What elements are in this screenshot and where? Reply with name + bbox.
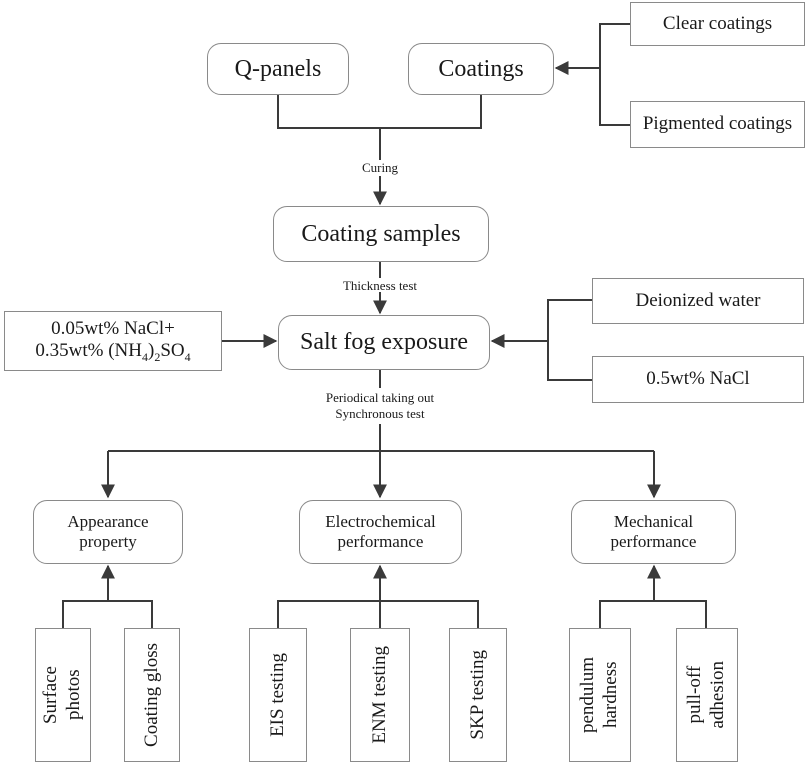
deionized-water-node: Deionized water	[592, 278, 804, 324]
electrochemical-performance-node: Electrochemical performance	[299, 500, 462, 564]
nacl-05-node: 0.5wt% NaCl	[592, 356, 804, 403]
edge-electro-tests-bracket	[277, 600, 479, 628]
periodical-label-line1: Periodical taking out	[325, 390, 435, 405]
edge-appearance-tests-bracket	[62, 600, 153, 628]
nacl-mix-sub-3: 4	[184, 350, 191, 365]
coating-gloss-node: Coating gloss	[124, 628, 180, 762]
q-panels-label: Q-panels	[234, 55, 322, 82]
salt-fog-exposure-label: Salt fog exposure	[300, 329, 468, 356]
clear-coatings-label: Clear coatings	[662, 12, 773, 34]
pigmented-coatings-node: Pigmented coatings	[630, 101, 805, 148]
appearance-line1: Appearance	[67, 511, 149, 531]
edge-qpanels-coatings-bracket	[277, 95, 482, 129]
nacl-mix-text-a: 0.35wt% (NH	[35, 340, 142, 362]
pulloff-line2: adhesion	[707, 661, 728, 729]
eis-testing-node: EIS testing	[249, 628, 307, 762]
pendulum-hardness-node: pendulum hardness	[569, 628, 631, 762]
pendulum-hardness-text: pendulum hardness	[577, 657, 623, 733]
q-panels-node: Q-panels	[207, 43, 349, 95]
periodical-label: Periodical taking out Synchronous test	[290, 390, 470, 423]
salt-fog-exposure-node: Salt fog exposure	[278, 315, 490, 370]
deionized-water-label: Deionized water	[635, 289, 761, 311]
surface-photos-text: Surface photos	[40, 666, 86, 724]
skp-testing-label: SKP testing	[466, 650, 488, 740]
mechanical-line2: performance	[610, 532, 697, 551]
pull-off-adhesion-node: pull-off adhesion	[676, 628, 738, 762]
pulloff-line1: pull-off	[684, 666, 706, 724]
nacl-mix-text-b: )	[147, 340, 155, 362]
nacl-mix-sub-2: 2	[154, 350, 161, 365]
edge-coating-types-bracket	[599, 23, 630, 126]
skp-testing-node: SKP testing	[449, 628, 507, 762]
coating-gloss-label: Coating gloss	[140, 643, 162, 747]
pull-off-adhesion-text: pull-off adhesion	[684, 661, 730, 729]
curing-label: Curing	[361, 160, 399, 175]
nacl-mix-line2: 0.35wt% (NH4)2SO4	[35, 340, 190, 364]
coating-samples-label: Coating samples	[301, 220, 461, 247]
enm-testing-node: ENM testing	[350, 628, 410, 762]
coatings-label: Coatings	[438, 55, 524, 82]
nacl-mix-node: 0.05wt% NaCl+ 0.35wt% (NH4)2SO4	[4, 311, 222, 371]
clear-coatings-node: Clear coatings	[630, 2, 805, 46]
pendulum-line1: pendulum	[577, 657, 599, 733]
nacl-mix-text-c: SO	[160, 340, 185, 362]
appearance-line2: property	[79, 532, 137, 551]
surface-photos-line1: Surface	[40, 665, 62, 725]
pigmented-coatings-label: Pigmented coatings	[642, 113, 793, 135]
edge-mechanical-tests-bracket	[599, 600, 707, 628]
periodical-label-line2: Synchronous test	[335, 406, 425, 422]
surface-photos-node: Surface photos	[35, 628, 91, 762]
enm-testing-label: ENM testing	[368, 646, 390, 744]
nacl-05-label: 0.5wt% NaCl	[646, 368, 750, 390]
coating-samples-node: Coating samples	[273, 206, 489, 262]
appearance-property-node: Appearance property	[33, 500, 183, 564]
coatings-node: Coatings	[408, 43, 554, 95]
nacl-mix-sub-1: 4	[141, 350, 148, 365]
thickness-test-label: Thickness test	[342, 278, 417, 293]
pendulum-line2: hardness	[600, 661, 621, 729]
eis-testing-label: EIS testing	[266, 653, 288, 737]
surface-photos-line2: photos	[63, 669, 84, 721]
nacl-mix-line1: 0.05wt% NaCl+	[51, 317, 175, 339]
electrochemical-line1: Electrochemical	[325, 511, 436, 531]
mechanical-performance-node: Mechanical performance	[571, 500, 736, 564]
mechanical-line1: Mechanical	[613, 511, 694, 531]
edge-solutions-bracket	[547, 299, 592, 381]
electrochemical-line2: performance	[337, 532, 424, 551]
